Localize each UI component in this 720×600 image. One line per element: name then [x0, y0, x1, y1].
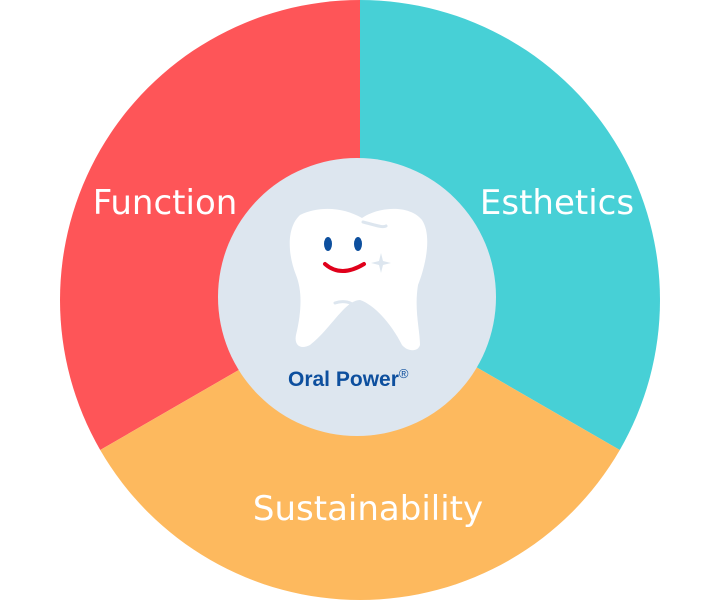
label-esthetics: Esthetics — [480, 183, 634, 223]
svg-text:Oral Power®: Oral Power® — [288, 366, 409, 391]
brand-name: Oral Power — [288, 368, 399, 391]
smiling-tooth-icon — [289, 208, 428, 351]
label-function: Function — [93, 183, 238, 223]
label-sustainability: Sustainability — [253, 489, 483, 529]
segment-sustainability — [100, 300, 620, 600]
registered-mark: ® — [399, 366, 409, 381]
